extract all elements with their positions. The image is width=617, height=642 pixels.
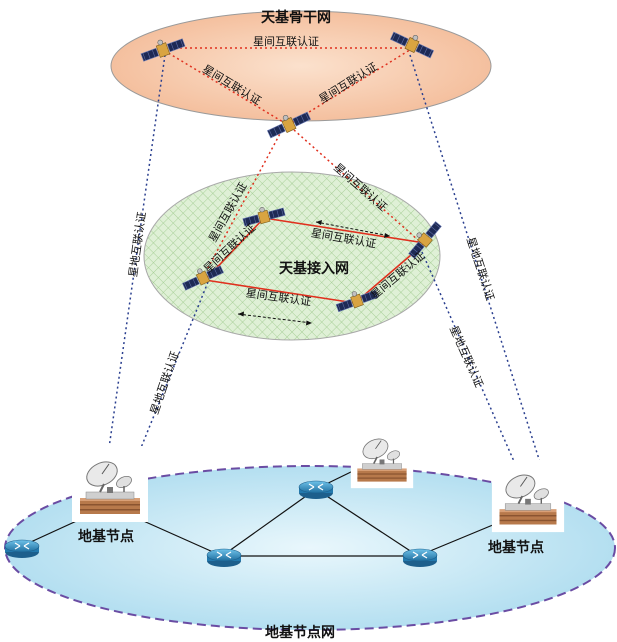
- link-label-satellite-ground: 星地互联认证: [464, 236, 497, 303]
- access-zone: [143, 171, 441, 341]
- access-label: 天基接入网: [279, 260, 349, 277]
- ground-node-label-right: 地基节点: [488, 539, 544, 556]
- ground-station-icon: [350, 425, 414, 489]
- backbone-zone: [110, 10, 492, 122]
- router-icon: [206, 548, 242, 568]
- router-icon: [298, 480, 334, 500]
- backbone-label: 天基骨干网: [261, 9, 331, 26]
- inter-satellite-links: [159, 47, 426, 326]
- link-label-satellite-ground: 星地互联认证: [148, 350, 182, 417]
- link-label-satellite-ground: 星地互联认证: [447, 324, 486, 390]
- satellite-ground-links: [107, 54, 546, 479]
- page-title: 地基节点网: [265, 624, 335, 641]
- router-icon: [402, 548, 438, 568]
- ground-station-icon: [71, 445, 149, 523]
- router-icon: [4, 539, 40, 559]
- ground-links: [21, 469, 501, 557]
- ground-node-label-left: 地基节点: [78, 528, 134, 545]
- link-label-inter-satellite: 星间互联认证: [253, 35, 319, 48]
- ground-station-icon: [490, 458, 566, 534]
